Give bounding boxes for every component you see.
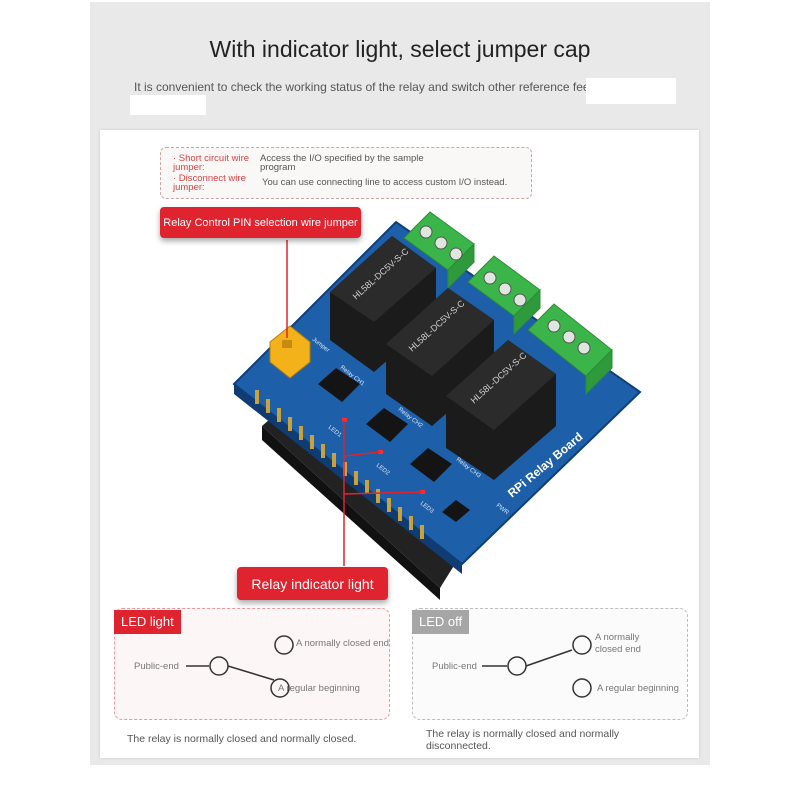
led-on-tag: LED light — [114, 610, 181, 634]
led-on-closed-end: A normally closed end — [296, 638, 389, 649]
led-on-open-end: A regular beginning — [278, 683, 360, 694]
led-on-switch-diagram — [186, 635, 294, 698]
disconnect-label: · Disconnect wire jumper: — [173, 173, 246, 193]
short-circuit-desc: Access the I/O specified by the sample p… — [260, 153, 424, 173]
disconnect-desc: You can use connecting line to access cu… — [262, 177, 508, 188]
led-on-caption: The relay is normally closed and normall… — [127, 733, 357, 745]
page-title: With indicator light, select jumper cap — [209, 36, 591, 62]
led-off-tag: LED off — [412, 610, 470, 634]
jumper-info-box: · Short circuit wire jumper: Access the … — [160, 147, 532, 199]
short-circuit-label: · Short circuit wire jumper: — [173, 153, 250, 173]
led-off-switch-diagram — [482, 635, 592, 698]
led-off-caption: The relay is normally closed and normall… — [426, 728, 620, 752]
pin-selection-callout: Relay Control PIN selection wire jumper — [160, 207, 361, 238]
indicator-light-callout: Relay indicator light — [237, 567, 388, 600]
led-off-closed-end: A normally closed end — [595, 632, 641, 655]
led-off-public-end: Public-end — [432, 661, 477, 672]
white-patch — [130, 95, 206, 115]
white-patch — [586, 78, 676, 104]
led-off-open-end: A regular beginning — [597, 683, 679, 694]
led-on-public-end: Public-end — [134, 661, 179, 672]
page-subtitle: It is convenient to check the working st… — [134, 80, 593, 94]
